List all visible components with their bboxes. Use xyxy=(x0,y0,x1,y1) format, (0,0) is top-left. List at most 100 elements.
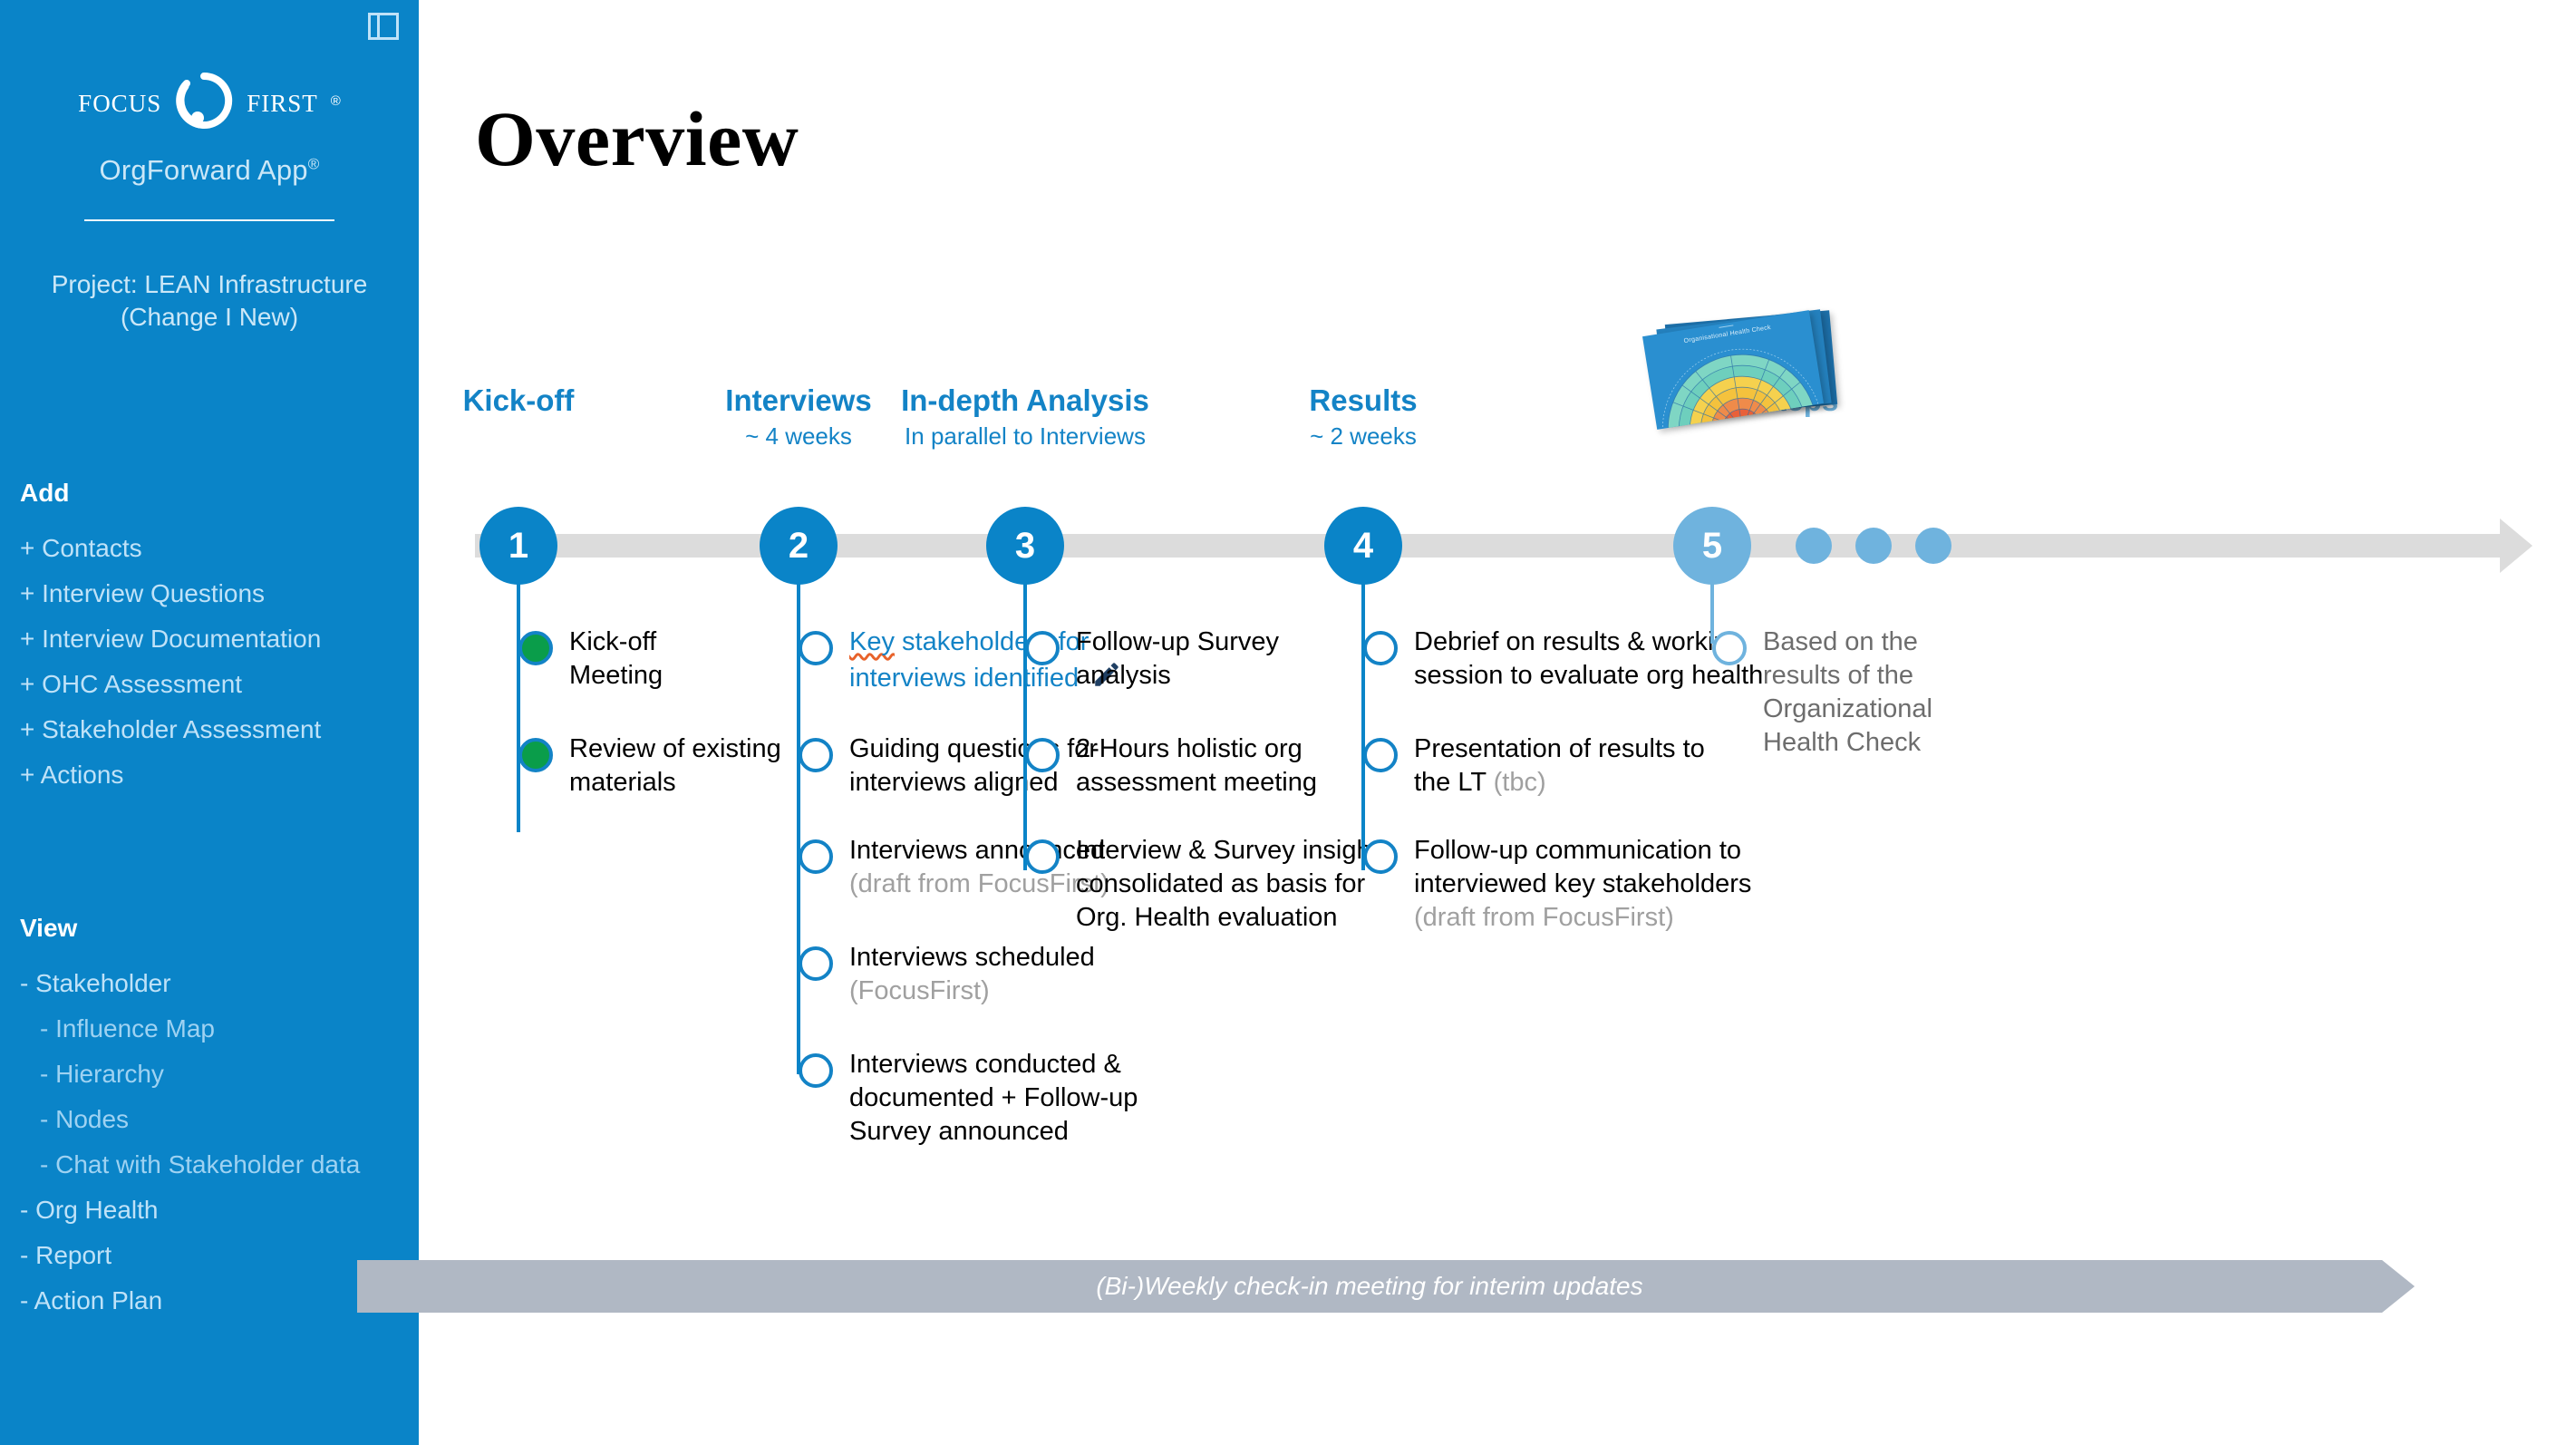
weekly-checkin-banner: (Bi-)Weekly check-in meeting for interim… xyxy=(357,1260,2415,1313)
task-bullet[interactable] xyxy=(1363,839,1398,874)
task-bullet-done[interactable] xyxy=(518,631,553,665)
task-bullet[interactable] xyxy=(799,738,833,772)
step-circle-1[interactable]: 1 xyxy=(479,507,557,585)
task-bullet[interactable] xyxy=(799,631,833,665)
sidebar-add-section: Add + Contacts + Interview Questions + I… xyxy=(20,479,410,798)
sidebar-item-report[interactable]: - Report xyxy=(20,1241,112,1269)
sidebar-item-influence-map[interactable]: - Influence Map xyxy=(40,1014,215,1043)
task-sublabel: (FocusFirst) xyxy=(849,976,990,1006)
task-bullet[interactable] xyxy=(799,839,833,874)
sidebar-item-stakeholder-assessment[interactable]: + Stakeholder Assessment xyxy=(20,715,322,743)
sidebar-item-action-plan[interactable]: - Action Plan xyxy=(20,1286,163,1314)
timeline-arrow-head-icon xyxy=(2500,519,2532,573)
task-label: Interviews scheduled(FocusFirst) xyxy=(849,943,1095,1006)
logo-word-first: First xyxy=(247,82,318,120)
phase-header-interviews: Interviews ~ 4 weeks xyxy=(725,383,872,451)
results-thumbnail[interactable]: Organisational Health Check xyxy=(1642,309,1838,430)
sidebar-item-chat-stakeholder-data[interactable]: - Chat with Stakeholder data xyxy=(40,1150,361,1178)
sidebar-view-section: View - Stakeholder - Influence Map - Hie… xyxy=(20,914,410,1324)
sidebar-item-nodes[interactable]: - Nodes xyxy=(40,1105,130,1133)
sidebar-item-interview-questions[interactable]: + Interview Questions xyxy=(20,579,266,607)
task-bullet-done[interactable] xyxy=(518,738,553,772)
task-bullet[interactable] xyxy=(799,946,833,981)
phase-stem-1 xyxy=(517,580,520,832)
phase-stem-4 xyxy=(1361,580,1365,870)
task-bullet[interactable] xyxy=(1025,631,1060,665)
phase-header-results: Results ~ 2 weeks xyxy=(1309,383,1418,451)
app-name-registered: ® xyxy=(307,155,320,173)
task-label: Interviews conducted &documented + Follo… xyxy=(849,1050,1138,1147)
focus-first-ring-logo-icon xyxy=(174,71,234,131)
banner-arrow-head-icon xyxy=(2382,1260,2415,1313)
phase-name-interviews: Interviews xyxy=(725,383,872,417)
project-label: Project: LEAN Infrastructure (Change I N… xyxy=(0,268,419,334)
spellcheck-word: Key xyxy=(849,627,895,656)
phase-name-results: Results xyxy=(1309,383,1418,417)
task-item[interactable]: Interviews scheduled(FocusFirst) xyxy=(799,941,1095,1008)
task-bullet[interactable] xyxy=(1025,738,1060,772)
app-name: OrgForward App® xyxy=(0,154,419,187)
sidebar-divider xyxy=(84,219,334,221)
banner-body: (Bi-)Weekly check-in meeting for interim… xyxy=(357,1260,2382,1313)
step-circle-4[interactable]: 4 xyxy=(1324,507,1402,585)
sidebar-view-title: View xyxy=(20,914,78,942)
step-circle-2[interactable]: 2 xyxy=(760,507,838,585)
sidebar-item-org-health[interactable]: - Org Health xyxy=(20,1196,159,1224)
sidebar-item-interview-documentation[interactable]: + Interview Documentation xyxy=(20,625,322,653)
sidebar-item-contacts[interactable]: + Contacts xyxy=(20,534,142,562)
focus-first-logo: Focus First ® xyxy=(0,65,419,136)
edit-pencil-icon[interactable] xyxy=(1091,659,1122,699)
step-circle-3[interactable]: 3 xyxy=(986,507,1064,585)
task-bullet[interactable] xyxy=(1712,631,1747,665)
sidebar-item-ohc-assessment[interactable]: + OHC Assessment xyxy=(20,670,243,698)
step-circle-5[interactable]: 5 xyxy=(1673,507,1751,585)
phase-name-kick-off: Kick-off xyxy=(462,383,575,417)
phase-header-in-depth-analysis: In-depth Analysis In parallel to Intervi… xyxy=(901,383,1149,451)
task-sublabel: (tbc) xyxy=(1493,768,1546,798)
banner-label: (Bi-)Weekly check-in meeting for interim… xyxy=(1096,1272,1643,1300)
task-item[interactable]: Interviews conducted &documented + Follo… xyxy=(799,1048,1138,1149)
thumbnail-logo-mark-icon xyxy=(1719,325,1734,330)
task-bullet[interactable] xyxy=(1363,738,1398,772)
task-bullet[interactable] xyxy=(1025,839,1060,874)
timeline-extra-dot-2 xyxy=(1855,528,1892,564)
page-title: Overview xyxy=(475,95,799,182)
project-line-1: Project: LEAN Infrastructure xyxy=(51,270,368,298)
task-bullet[interactable] xyxy=(1363,631,1398,665)
sidebar-item-stakeholder[interactable]: - Stakeholder xyxy=(20,969,171,997)
project-line-2: (Change I New) xyxy=(120,302,299,331)
phase-stem-3 xyxy=(1023,580,1027,870)
phase-stem-5 xyxy=(1710,580,1714,644)
sidebar: Focus First ® OrgForward App® Project: L… xyxy=(0,0,419,1445)
sidebar-item-hierarchy[interactable]: - Hierarchy xyxy=(40,1060,164,1088)
phase-name-in-depth-analysis: In-depth Analysis xyxy=(901,383,1149,417)
phase-sub-interviews: ~ 4 weeks xyxy=(745,422,852,451)
task-item[interactable]: Interviews announced(draft from FocusFir… xyxy=(799,834,1109,901)
sidebar-toggle-icon[interactable] xyxy=(368,13,399,40)
task-bullet[interactable] xyxy=(799,1053,833,1088)
sidebar-item-actions[interactable]: + Actions xyxy=(20,761,124,789)
timeline-extra-dot-3 xyxy=(1915,528,1951,564)
phase-stem-2 xyxy=(797,580,800,1074)
phase-sub-in-depth-analysis: In parallel to Interviews xyxy=(905,422,1146,451)
phase-header-kick-off: Kick-off xyxy=(462,383,575,417)
phase-sub-results: ~ 2 weeks xyxy=(1310,422,1417,451)
